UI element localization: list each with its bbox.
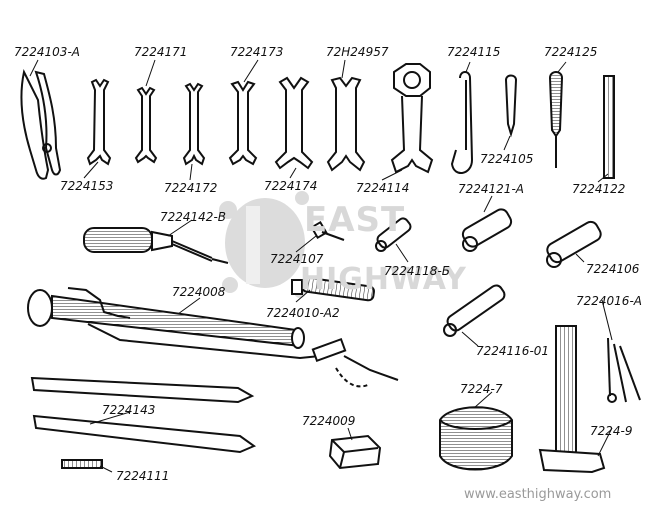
socket-7224118-drawing (375, 217, 412, 252)
file-7224125-drawing (548, 71, 564, 168)
label-wrench-7224153: 7224153 (60, 179, 114, 193)
label-wrench-72h24957: 72H24957 (326, 45, 389, 59)
label-punch-7224122: 7224122 (572, 182, 626, 196)
case-7224-7-drawing (439, 406, 513, 471)
hammer-7224-9-drawing (538, 325, 606, 474)
wrench-7224174-drawing (274, 76, 314, 170)
screwdriver-drawing (83, 227, 229, 264)
socket-7224106-drawing (546, 220, 602, 268)
block-7224009-drawing (328, 434, 382, 470)
gauge-7224016-drawing (607, 337, 641, 403)
socket-7224121-drawing (461, 208, 513, 252)
watermark-splash (219, 191, 309, 298)
label-wrench-7224173: 7224173 (230, 45, 284, 59)
wrench-7224172-drawing (182, 82, 206, 166)
blade-7224105-drawing (504, 74, 518, 138)
label-socket-7224118b: 7224118-Б (384, 264, 451, 278)
watermark-url: www.easthighway.com (464, 487, 612, 502)
leader-lines (29, 59, 613, 473)
label-lever-7224143: 7224143 (102, 403, 156, 417)
label-pump-7224008: 7224008 (172, 285, 226, 299)
pump-drawing (27, 287, 399, 388)
key-7224107-drawing (310, 220, 345, 241)
watermark-line2: HIGHWAY (300, 262, 467, 297)
label-pliers: 7224103-A (14, 45, 80, 59)
label-wrench-7224172: 7224172 (164, 181, 218, 195)
socket-7224010-drawing (291, 276, 375, 302)
label-block-7224009: 7224009 (302, 414, 356, 428)
pliers-drawing (20, 69, 62, 180)
label-screwdriver-7224142b: 7224142-B (160, 210, 227, 224)
watermark-line1: EAST (304, 200, 406, 240)
brush-7224111-drawing (61, 459, 103, 469)
label-case-7224-7: 7224-7 (460, 382, 503, 396)
label-wrench-7224171: 7224171 (134, 45, 188, 59)
label-gauge-7224016a: 7224016-A (576, 294, 642, 308)
lever-7224143-drawing (30, 376, 257, 454)
wrench-7224114-drawing (390, 63, 434, 174)
label-socket-7224106: 7224106 (586, 262, 640, 276)
label-file-7224125: 7224125 (544, 45, 598, 59)
hook-wrench-7224115-drawing (450, 71, 474, 174)
label-socket-7224010a2: 7224010-A2 (266, 306, 340, 320)
punch-7224122-drawing (603, 75, 615, 179)
label-hook-7224115: 7224115 (447, 45, 501, 59)
label-hammer-7224-9: 7224-9 (590, 424, 633, 438)
wrench-7224153-drawing (86, 78, 112, 166)
label-socket-7224121a: 7224121-A (458, 182, 524, 196)
label-brush-7224111: 7224111 (116, 469, 170, 483)
wrench-7224173-drawing (228, 80, 258, 166)
label-wrench-7224114: 7224114 (356, 181, 410, 195)
wrench-7224171-drawing (134, 86, 158, 164)
label-key-7224107: 7224107 (270, 252, 324, 266)
label-wrench-7224174: 7224174 (264, 179, 318, 193)
label-socket-7224116-01: 7224116-01 (476, 344, 550, 358)
socket-7224116-drawing (443, 284, 506, 337)
label-blade-7224105: 7224105 (480, 152, 534, 166)
wrench-72h24957-drawing (326, 76, 366, 172)
